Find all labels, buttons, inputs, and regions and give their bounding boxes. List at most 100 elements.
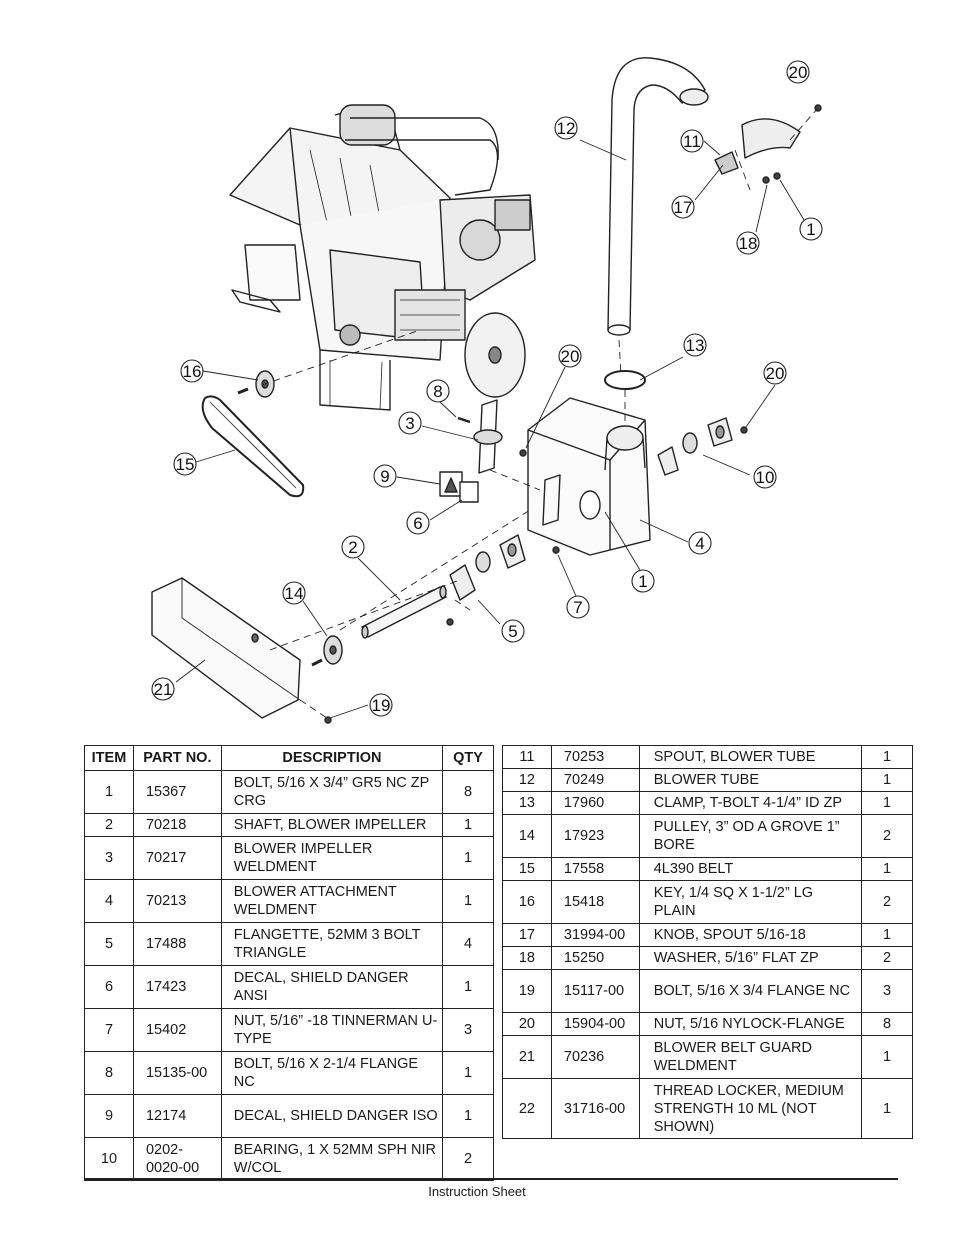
spout-part xyxy=(714,118,801,175)
desc-cell: PULLEY, 3” OD A GROVE 1” BORE xyxy=(638,814,863,858)
callout-21: 21 xyxy=(154,680,173,699)
part-cell: 70213 xyxy=(132,879,222,923)
qty-cell: 1 xyxy=(442,1094,494,1138)
part-cell: 15402 xyxy=(132,1008,222,1052)
bearing-assembly-left xyxy=(449,534,526,601)
callout-20-top: 20 xyxy=(789,63,808,82)
exploded-parts-diagram: 20 12 11 17 18 1 16 15 20 13 20 8 3 10 9… xyxy=(151,57,823,724)
desc-cell: SPOUT, BLOWER TUBE xyxy=(638,745,863,769)
callout-13: 13 xyxy=(686,336,705,355)
part-cell: 15367 xyxy=(132,770,222,814)
blower-tube xyxy=(607,57,709,336)
item-cell: 20 xyxy=(502,1012,552,1036)
part-cell: 15135-00 xyxy=(132,1051,222,1095)
desc-cell: BOLT, 5/16 X 2-1/4 FLANGE NC xyxy=(220,1051,444,1095)
item-cell: 2 xyxy=(84,813,134,837)
item-cell: 12 xyxy=(502,768,552,792)
impeller-part xyxy=(457,399,503,474)
qty-cell: 1 xyxy=(442,836,494,880)
pulley-upper xyxy=(237,370,275,398)
qty-cell: 1 xyxy=(442,813,494,837)
part-cell: 31716-00 xyxy=(550,1078,640,1139)
desc-cell: FLANGETTE, 52MM 3 BOLT TRIANGLE xyxy=(220,922,444,966)
leader-lines xyxy=(175,139,805,719)
item-cell: 9 xyxy=(84,1094,134,1138)
qty-cell: 1 xyxy=(861,768,913,792)
callout-20-right: 20 xyxy=(766,364,785,383)
decal-ansi xyxy=(459,481,479,503)
desc-cell: BLOWER TUBE xyxy=(638,768,863,792)
desc-cell: BOLT, 5/16 X 3/4 FLANGE NC xyxy=(638,969,863,1013)
qty-cell: 2 xyxy=(442,1137,494,1181)
desc-cell: CLAMP, T-BOLT 4-1/4” ID ZP xyxy=(638,791,863,815)
qty-cell: 2 xyxy=(861,946,913,970)
callout-19: 19 xyxy=(372,696,391,715)
qty-cell: 8 xyxy=(861,1012,913,1036)
qty-cell: 3 xyxy=(442,1008,494,1052)
part-cell: 17423 xyxy=(132,965,222,1009)
item-cell: 11 xyxy=(502,745,552,769)
footer-label: Instruction Sheet xyxy=(428,1184,526,1199)
qty-cell: 1 xyxy=(442,965,494,1009)
part-cell: 15418 xyxy=(550,880,640,924)
desc-cell: BLOWER IMPELLER WELDMENT xyxy=(220,836,444,880)
qty-cell: 1 xyxy=(861,1035,913,1079)
item-cell: 8 xyxy=(84,1051,134,1095)
item-cell: 16 xyxy=(502,880,552,924)
desc-cell: KNOB, SPOUT 5/16-18 xyxy=(638,923,863,947)
part-cell: 17558 xyxy=(550,857,640,881)
item-cell: 10 xyxy=(84,1137,134,1181)
desc-cell: BEARING, 1 X 52MM SPH NIR W/COL xyxy=(220,1137,444,1181)
callout-14: 14 xyxy=(285,584,304,603)
desc-cell: WASHER, 5/16” FLAT ZP xyxy=(638,946,863,970)
table-header-row: ITEM PART NO. DESCRIPTION QTY xyxy=(84,745,494,771)
qty-cell: 4 xyxy=(442,922,494,966)
callout-7: 7 xyxy=(573,598,582,617)
callout-1-bottom: 1 xyxy=(638,572,647,591)
part-cell: 17960 xyxy=(550,791,640,815)
header-qty: QTY xyxy=(442,745,494,771)
qty-cell: 1 xyxy=(861,923,913,947)
blower-housing xyxy=(527,397,651,556)
part-cell: 70217 xyxy=(132,836,222,880)
callout-16: 16 xyxy=(183,362,202,381)
desc-cell: BLOWER ATTACHMENT WELDMENT xyxy=(220,879,444,923)
callout-12: 12 xyxy=(557,119,576,138)
qty-cell: 1 xyxy=(861,857,913,881)
desc-cell: KEY, 1/4 SQ X 1-1/2” LG PLAIN xyxy=(638,880,863,924)
footer-divider xyxy=(84,1178,898,1180)
callout-2: 2 xyxy=(348,538,357,557)
desc-cell: BOLT, 5/16 X 3/4” GR5 NC ZP CRG xyxy=(220,770,444,814)
qty-cell: 2 xyxy=(861,814,913,858)
pulley-lower xyxy=(311,635,343,667)
item-cell: 3 xyxy=(84,836,134,880)
header-item: ITEM xyxy=(84,745,134,771)
callout-5: 5 xyxy=(508,622,517,641)
shaft-part xyxy=(361,585,447,639)
qty-cell: 1 xyxy=(861,791,913,815)
item-cell: 19 xyxy=(502,969,552,1013)
callout-17: 17 xyxy=(674,198,693,217)
qty-cell: 3 xyxy=(861,969,913,1013)
item-cell: 15 xyxy=(502,857,552,881)
qty-cell: 1 xyxy=(861,745,913,769)
part-cell: 0202-0020-00 xyxy=(132,1137,222,1181)
item-cell: 21 xyxy=(502,1035,552,1079)
v-belt xyxy=(201,395,305,498)
callout-18: 18 xyxy=(739,234,758,253)
